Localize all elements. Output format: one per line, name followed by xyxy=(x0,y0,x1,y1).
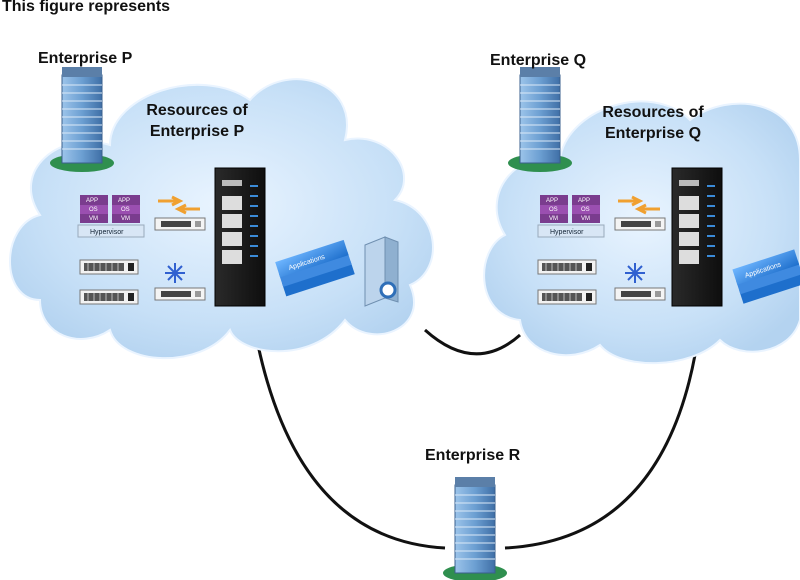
resources-q-line2: Enterprise Q xyxy=(604,125,702,142)
resources-p-title: Resources of Enterprise P xyxy=(122,100,272,142)
server-rack-icon xyxy=(671,167,723,307)
enterprise-p-label: Enterprise P xyxy=(38,50,133,67)
vm-vm-label: VM xyxy=(549,216,558,222)
resources-q-line1: Resources of xyxy=(602,104,704,121)
building-enterprise-r-icon xyxy=(442,476,508,580)
vm-app-label: APP xyxy=(86,198,98,204)
vm-vm-label: VM xyxy=(581,216,590,222)
server-unit-icon xyxy=(537,259,597,275)
network-switch-icon xyxy=(154,195,206,231)
server-unit-icon xyxy=(537,289,597,305)
vm-os-label: OS xyxy=(121,207,130,213)
vm-app-label: APP xyxy=(118,198,130,204)
server-unit-icon xyxy=(79,259,139,275)
server-rack-icon xyxy=(214,167,266,307)
link-p-q xyxy=(423,328,521,356)
storage-switch-icon xyxy=(154,263,206,301)
figure-heading: This figure represents xyxy=(2,0,171,15)
vm-app-label: APP xyxy=(546,198,558,204)
network-links xyxy=(256,328,697,550)
vm-vm-label: VM xyxy=(89,216,98,222)
vm-vm-label: VM xyxy=(121,216,130,222)
resources-p-line1: Resources of xyxy=(146,102,248,119)
resources-q-title: Resources of Enterprise Q xyxy=(578,102,728,144)
link-p-r xyxy=(256,344,446,550)
hypervisor-label: Hypervisor xyxy=(550,229,584,236)
enterprise-q-label: Enterprise Q xyxy=(490,52,587,69)
desktop-tower-icon xyxy=(364,236,399,307)
vm-stack-icon: APP OS VM APP OS VM Hypervisor xyxy=(537,195,605,238)
enterprise-r-label: Enterprise R xyxy=(425,447,521,464)
hypervisor-label: Hypervisor xyxy=(90,229,124,236)
resources-enterprise-q: APP OS VM APP OS VM Hypervisor xyxy=(537,167,800,307)
vm-os-label: OS xyxy=(89,207,98,213)
vm-stack-icon: APP OS VM APP OS VM Hypervisor xyxy=(77,195,145,238)
network-switch-icon xyxy=(614,195,666,231)
vm-os-label: OS xyxy=(581,207,590,213)
storage-switch-icon xyxy=(614,263,666,301)
resources-p-line2: Enterprise P xyxy=(149,123,245,140)
link-q-r xyxy=(504,354,697,550)
applications-stack-icon: Applications xyxy=(275,239,355,297)
vm-app-label: APP xyxy=(578,198,590,204)
resources-enterprise-p: APP OS VM APP OS VM Hypervisor xyxy=(77,167,399,307)
server-unit-icon xyxy=(79,289,139,305)
vm-os-label: OS xyxy=(549,207,558,213)
applications-stack-icon: Applications xyxy=(732,249,800,304)
